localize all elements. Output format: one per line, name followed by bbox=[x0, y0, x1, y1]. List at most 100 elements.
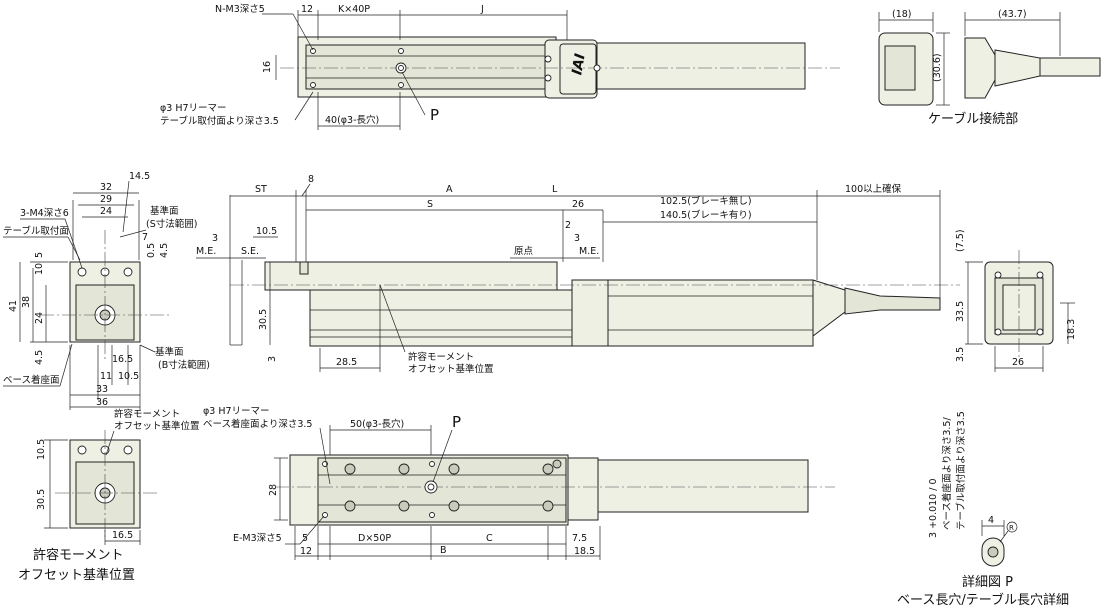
dim-33-5: 33.5 bbox=[955, 301, 966, 322]
detail-p: 3 +0.010 / 0 ベース着座面より深さ3.5/ テーブル取付面より深さ3… bbox=[897, 411, 1069, 608]
dim-c: C bbox=[486, 533, 493, 544]
phi3-reamer-b: φ3 H7リーマー bbox=[203, 406, 270, 417]
detail-p-marker-b: P bbox=[452, 413, 461, 431]
iai-logo: IAI bbox=[569, 52, 588, 76]
base-depth: ベース着座面より深さ3.5 bbox=[203, 418, 312, 430]
detail-title-2: ベース長穴/テーブル長穴詳細 bbox=[897, 592, 1069, 608]
dim-24: 24 bbox=[100, 206, 112, 217]
dim-26: 26 bbox=[572, 199, 584, 210]
bottom-view: φ3 H7リーマー ベース着座面より深さ3.5 50(φ3-長穴) P 28 E… bbox=[203, 406, 835, 560]
dim-7-5-b: 7.5 bbox=[572, 533, 587, 544]
dim-30-5-m: 30.5 bbox=[36, 489, 47, 510]
dim-28-5: 28.5 bbox=[336, 357, 357, 368]
dim-30-6: (30.6) bbox=[932, 53, 943, 82]
se: S.E. bbox=[241, 246, 259, 257]
brake-none: 102.5(ブレーキ無し) bbox=[660, 195, 752, 207]
dim-4-5-a: 4.5 bbox=[159, 243, 170, 258]
detail-p-marker: P bbox=[430, 106, 439, 124]
dim-18-3: 18.3 bbox=[1066, 319, 1077, 340]
moment-ref-2: オフセット基準位置 bbox=[408, 363, 494, 375]
dim-24-v: 24 bbox=[34, 312, 45, 324]
dim-16: 16 bbox=[262, 61, 273, 73]
dim-st: ST bbox=[255, 184, 267, 195]
cable-connector bbox=[964, 37, 996, 99]
dim-l: L bbox=[552, 184, 558, 195]
dim-b: B bbox=[440, 545, 447, 556]
slider-top bbox=[264, 261, 558, 291]
moment-ref-1: 許容モーメント bbox=[408, 351, 474, 363]
moment-view: 許容モーメント オフセット基準位置 10.5 30.5 16.5 許容モーメント… bbox=[18, 408, 200, 583]
dim-4: 4 bbox=[988, 515, 994, 526]
table-face: テーブル取付面 bbox=[3, 225, 69, 237]
dim-8: 8 bbox=[308, 174, 314, 185]
dim-5: 5 bbox=[34, 252, 45, 258]
dim-10-5: 10.5 bbox=[256, 226, 277, 237]
table-depth: テーブル取付面より深さ3.5 bbox=[160, 115, 279, 127]
ref-face-b-range: (B寸法範囲) bbox=[158, 359, 210, 371]
dim-11: 11 bbox=[100, 371, 112, 382]
top-view: IAI 12 K×40P J N-M3深さ5 16 φ3 H7リーマー テーブル… bbox=[160, 4, 840, 130]
dim-40-slot: 40(φ3-長穴) bbox=[325, 114, 379, 126]
motor-bottom bbox=[597, 459, 809, 513]
dim-3-c: 3 bbox=[267, 356, 278, 362]
dim-s: S bbox=[427, 199, 433, 210]
moment-caption-2: オフセット基準位置 bbox=[18, 567, 135, 583]
origin: 原点 bbox=[514, 246, 534, 257]
dim-30-5: 30.5 bbox=[258, 309, 269, 330]
dim-3-b: 3 bbox=[574, 233, 580, 244]
tolerance: 3 +0.010 / 0 bbox=[928, 478, 939, 538]
dim-2: 2 bbox=[565, 220, 571, 231]
side-view: ST 8 A L S 26 102.5(ブレーキ無し) 140.5(ブレーキ有り… bbox=[196, 174, 960, 375]
dim-18: (18) bbox=[892, 9, 912, 20]
dim-18-5: 18.5 bbox=[574, 546, 595, 557]
moment-label-1: 許容モーメント bbox=[114, 408, 180, 420]
dim-16-5: 16.5 bbox=[112, 354, 133, 365]
brake-with: 140.5(ブレーキ有り) bbox=[660, 209, 752, 221]
depth-text-1: ベース着座面より深さ3.5/ bbox=[941, 417, 953, 530]
detail-title-1: 詳細図 P bbox=[962, 574, 1013, 590]
dim-43-7: (43.7) bbox=[998, 9, 1027, 20]
dim-7: 7 bbox=[142, 232, 148, 243]
dim-3-5: 3.5 bbox=[955, 347, 966, 362]
dim-10-5-m: 10.5 bbox=[36, 439, 47, 460]
dim-3-a: 3 bbox=[212, 233, 218, 244]
dim-32: 32 bbox=[100, 182, 112, 193]
e-m3-depth: E-M3深さ5 bbox=[233, 533, 282, 544]
r-mark: R bbox=[1009, 524, 1014, 532]
dim-41: 41 bbox=[8, 300, 19, 312]
motor-unit bbox=[607, 279, 814, 347]
me-left: M.E. bbox=[196, 246, 216, 257]
n-m3-depth: N-M3深さ5 bbox=[215, 4, 265, 15]
me-right: M.E. bbox=[579, 246, 599, 257]
dim-j: J bbox=[480, 4, 484, 15]
dim-38: 38 bbox=[21, 296, 32, 308]
dim-10: 10 bbox=[34, 263, 45, 275]
dim-kx40p: K×40P bbox=[338, 4, 370, 15]
dim-28: 28 bbox=[268, 484, 279, 496]
base-rail bbox=[309, 289, 611, 347]
motor-housing bbox=[596, 42, 806, 90]
dim-36: 36 bbox=[96, 397, 108, 408]
dim-12-b: 12 bbox=[300, 546, 312, 557]
m4-depth: 3-M4深さ6 bbox=[20, 208, 69, 219]
ref-face-s: 基準面 bbox=[150, 205, 179, 217]
clearance: 100以上確保 bbox=[845, 183, 902, 195]
dim-16-5-m: 16.5 bbox=[112, 530, 133, 541]
dim-5: 5 bbox=[302, 533, 308, 544]
cable-view-title: ケーブル接続部 bbox=[928, 111, 1018, 127]
dim-12: 12 bbox=[301, 4, 313, 15]
phi3-reamer: φ3 H7リーマー bbox=[160, 103, 227, 114]
cable-boot bbox=[812, 279, 846, 337]
dim-14-5: 14.5 bbox=[129, 171, 150, 182]
base-face: ベース着座面 bbox=[3, 374, 60, 386]
moment-label-2: オフセット基準位置 bbox=[114, 420, 200, 432]
dim-dx50p: D×50P bbox=[358, 533, 391, 544]
dim-29: 29 bbox=[100, 194, 112, 205]
dim-10-5: 10.5 bbox=[118, 371, 139, 382]
moment-caption-1: 許容モーメント bbox=[33, 547, 123, 563]
dim-0-5: 0.5 bbox=[146, 243, 157, 258]
dim-7-5: (7.5) bbox=[955, 229, 966, 252]
right-end-view: (7.5) 33.5 3.5 18.3 26 bbox=[955, 229, 1077, 372]
dim-26-r: 26 bbox=[1012, 357, 1024, 368]
